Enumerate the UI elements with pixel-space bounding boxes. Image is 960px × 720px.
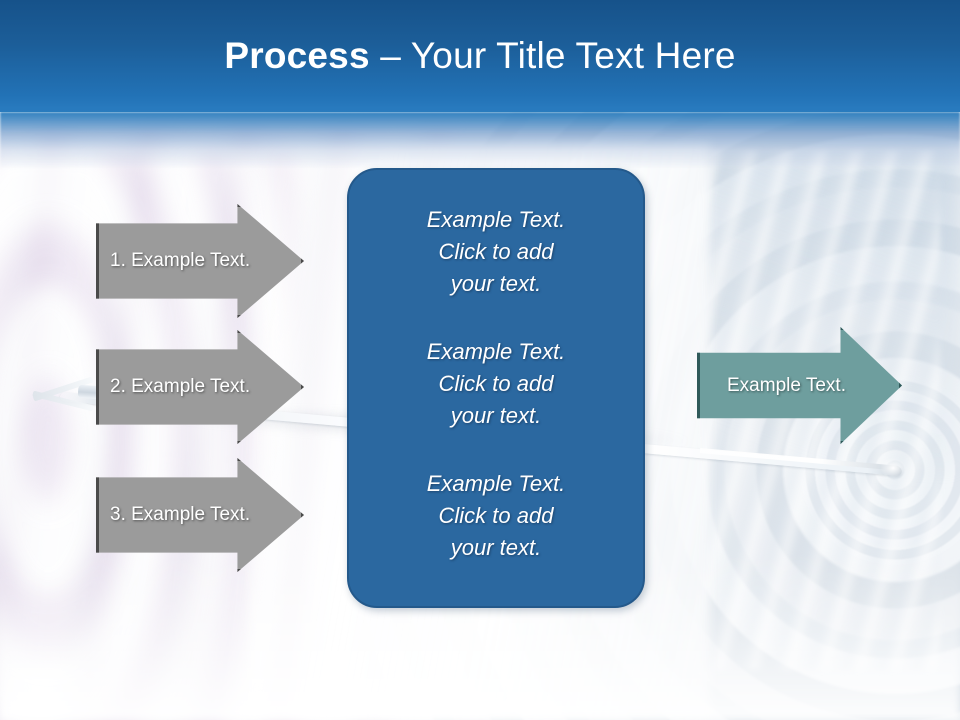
step-arrow-3-label: 3. Example Text. [110, 504, 251, 525]
step-arrow-1[interactable]: 1. Example Text. [96, 204, 304, 318]
step-arrow-3[interactable]: 3. Example Text. [96, 458, 304, 572]
step-arrow-2-label: 2. Example Text. [110, 376, 251, 397]
step-arrow-2[interactable]: 2. Example Text. [96, 330, 304, 444]
page-title: Process – Your Title Text Here [0, 0, 960, 112]
result-arrow-label: Example Text. [727, 374, 846, 396]
title-banner-fade [0, 112, 960, 168]
content-panel-block-3[interactable]: Example Text. Click to add your text. [426, 470, 566, 560]
result-arrow[interactable]: Example Text. [697, 327, 902, 444]
title-banner [0, 0, 960, 112]
step-arrow-1-label: 1. Example Text. [110, 250, 251, 271]
content-panel-block-1[interactable]: Example Text. Click to add your text. [426, 207, 566, 297]
page-title-strong: Process [224, 35, 370, 76]
page-title-rest: – Your Title Text Here [369, 35, 736, 76]
content-panel[interactable]: Example Text. Click to add your text. Ex… [347, 168, 645, 608]
content-panel-block-2[interactable]: Example Text. Click to add your text. [426, 339, 566, 428]
dart-impact-glow [880, 458, 906, 478]
